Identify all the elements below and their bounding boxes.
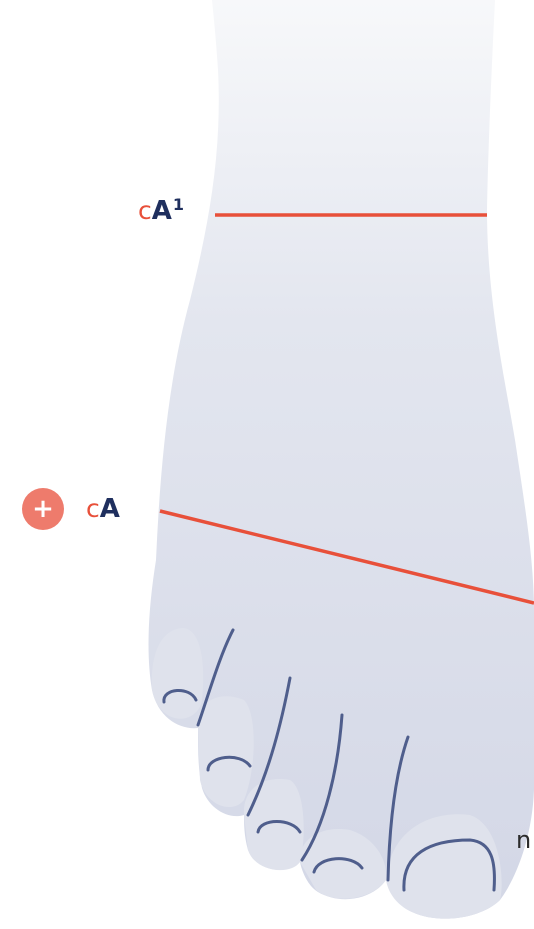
toe-crease-1 [196,628,235,727]
toe-3 [243,779,304,871]
toenail-3 [256,820,302,834]
label-ca-name: A [99,494,120,524]
label-ca1-name: A [151,196,172,226]
toenail-1 [162,689,198,704]
label-ca: c A [86,496,120,522]
toe-4 [299,829,387,899]
toe-crease-2 [246,676,292,817]
toenail-4 [312,857,364,874]
toe-details [162,628,496,892]
edge-text-fragment: n [516,826,532,854]
toe-crease-3 [300,713,344,862]
foot-silhouette [148,0,534,919]
toe-2 [197,696,254,808]
measurement-line-ca [159,509,534,605]
label-ca1: c A 1 [138,195,185,226]
toenail-2 [206,755,252,772]
add-measurement-button[interactable]: + [22,488,64,530]
label-ca1-superscript: 1 [172,195,185,214]
label-ca-prefix: c [86,494,100,523]
toenail-5 [402,838,496,892]
label-ca1-prefix: c [138,196,152,225]
toe-crease-4 [386,735,410,882]
plus-icon: + [32,494,54,524]
